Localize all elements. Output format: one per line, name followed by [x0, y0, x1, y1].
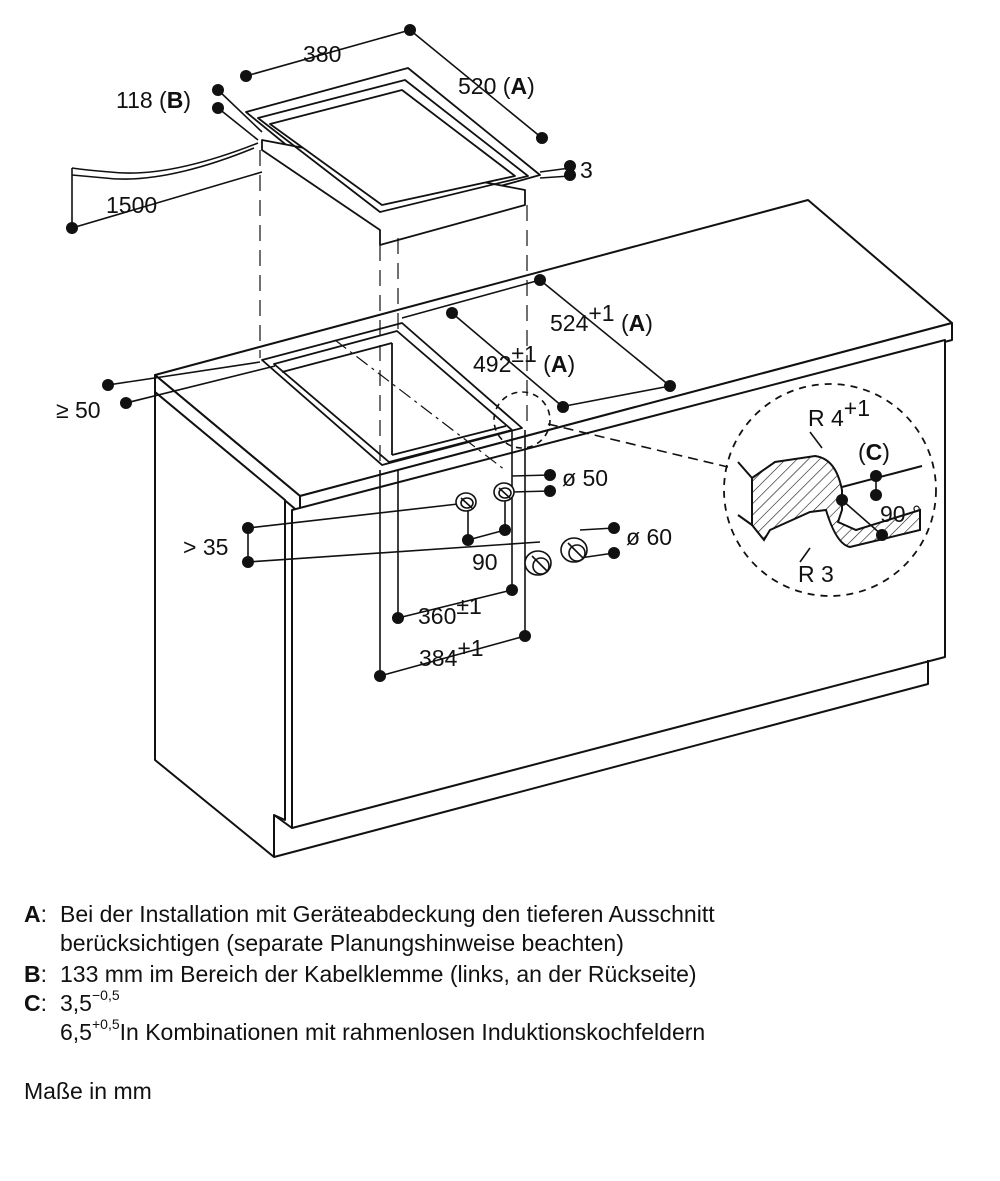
label-1500: 1500	[106, 192, 157, 218]
label-c: (C)	[858, 439, 890, 465]
worktop-cutout	[261, 322, 523, 466]
label-3: 3	[580, 157, 593, 183]
label-gt35: > 35	[183, 534, 228, 560]
label-520: 520 (A)	[458, 73, 535, 99]
label-90deg: 90 °	[880, 501, 921, 527]
hob-appliance	[71, 67, 541, 246]
power-cable	[71, 142, 259, 174]
dimension-lines	[71, 29, 883, 677]
legend-a-line1: Bei der Installation mit Geräteabdeckung…	[60, 901, 715, 927]
legend-a-line2: berücksichtigen (separate Planungshinwei…	[60, 930, 624, 956]
label-dia50: ø 50	[562, 465, 608, 491]
installation-diagram: 380 520 (A) 118 (B) 3 1500 524+1 (A) 492…	[56, 24, 953, 858]
label-384: 384+1	[419, 635, 484, 671]
legend-c: C: 3,5−0,5 6,5+0,5In Kombinationen mit r…	[24, 987, 964, 1047]
label-dia60: ø 60	[626, 524, 672, 550]
hole-60-left	[524, 550, 552, 576]
label-90: 90	[472, 549, 498, 575]
detail-source-circle	[493, 391, 551, 449]
hole-60-right	[560, 537, 588, 563]
label-r4: R 4+1	[808, 395, 870, 431]
hob-surface	[269, 89, 516, 206]
hole-50-right	[493, 482, 515, 502]
legend-a: A: Bei der Installation mit Geräteabdeck…	[24, 900, 964, 958]
label-r3: R 3	[798, 561, 834, 587]
dimension-dots	[66, 24, 888, 682]
units-note: Maße in mm	[24, 1078, 152, 1104]
legend-c-line1: 3,5−0,5	[60, 987, 120, 1016]
hob-inner-edge	[257, 79, 529, 213]
label-118: 118 (B)	[116, 87, 191, 113]
detail-c	[493, 383, 937, 597]
legend-b-line1: 133 mm im Bereich der Kabelklemme (links…	[60, 961, 697, 987]
label-360: 360±1	[418, 593, 482, 629]
plinth	[273, 660, 929, 858]
wall-holes	[455, 482, 588, 576]
plinth-edge	[273, 814, 293, 829]
hole-50-left	[455, 492, 477, 512]
legend-b: B: 133 mm im Bereich der Kabelklemme (li…	[24, 960, 964, 989]
legend-c-line2: 6,5+0,5In Kombinationen mit rahmenlosen …	[60, 1016, 706, 1045]
label-380: 380	[303, 41, 341, 67]
label-ge50: ≥ 50	[56, 397, 101, 423]
worktop-profile	[751, 454, 921, 549]
legend: A: Bei der Installation mit Geräteabdeck…	[24, 900, 964, 1047]
projection-lines	[259, 150, 528, 470]
